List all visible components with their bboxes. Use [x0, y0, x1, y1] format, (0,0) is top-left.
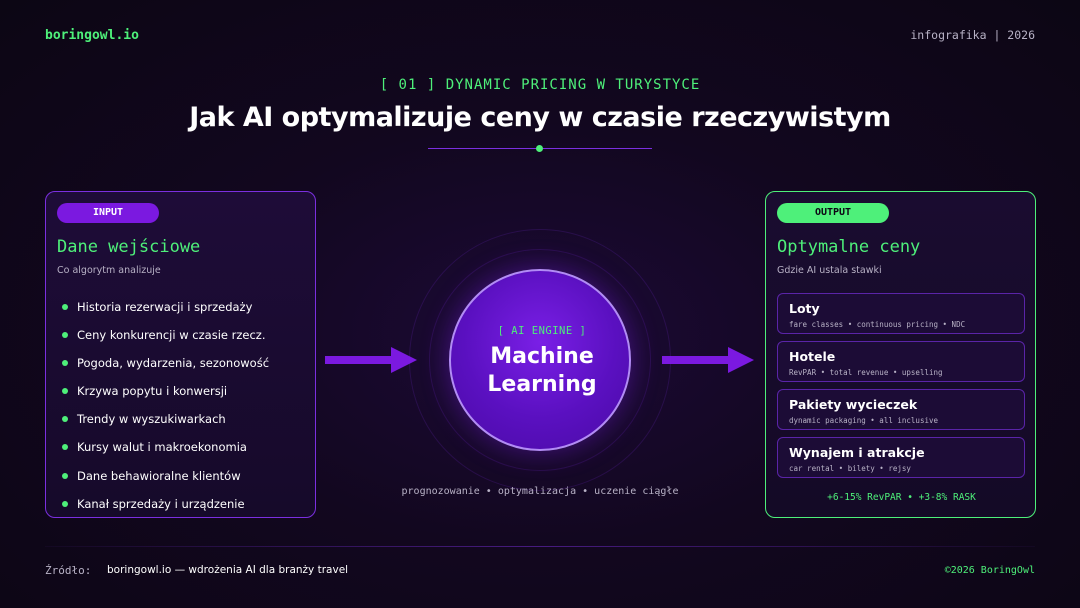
output-heading: Optymalne ceny — [777, 237, 921, 257]
list-item-label: Kursy walut i makroekonomia — [77, 440, 247, 455]
output-description: Gdzie AI ustala stawki — [777, 265, 882, 276]
output-item-wynajem: Wynajem i atrakcje car rental • bilety •… — [777, 437, 1025, 478]
source-label: Źródło: — [45, 564, 92, 577]
list-item: Dane behawioralne klientów — [62, 468, 269, 496]
output-item-hotele: Hotele RevPAR • total revenue • upsellin… — [777, 341, 1025, 382]
list-item: Kursy walut i makroekonomia — [62, 439, 269, 467]
input-list: Historia rezerwacji i sprzedaży Ceny kon… — [62, 299, 269, 524]
brand-logo-text: boringowl.io — [45, 28, 139, 43]
output-item-pakiety: Pakiety wycieczek dynamic packaging • al… — [777, 389, 1025, 430]
engine-halo-outer — [409, 229, 671, 491]
list-item: Trendy w wyszukiwarkach — [62, 411, 269, 439]
page-title: Jak AI optymalizuje ceny w czasie rzeczy… — [189, 102, 891, 133]
output-item-name: Hotele — [789, 349, 836, 364]
output-item-loty: Loty fare classes • continuous pricing •… — [777, 293, 1025, 334]
output-item-tags: fare classes • continuous pricing • NDC — [789, 320, 966, 329]
section-subtitle: [ 01 ] DYNAMIC PRICING W TURYSTYCE — [379, 77, 701, 93]
bullet-icon — [62, 416, 68, 423]
bullet-icon — [62, 304, 68, 310]
list-item-label: Historia rezerwacji i sprzedaży — [77, 300, 253, 314]
bullet-icon — [62, 332, 68, 339]
engine-title-line: Machine — [490, 344, 594, 369]
output-item-tags: dynamic packaging • all inclusive — [789, 416, 939, 425]
input-description: Co algorytm analizuje — [57, 265, 161, 276]
footer-divider — [45, 546, 1035, 547]
input-badge: INPUT — [57, 203, 159, 223]
engine-halo-inner — [429, 249, 651, 471]
list-item: Krzywa popytu i konwersji — [62, 383, 269, 411]
bullet-icon — [62, 388, 68, 395]
output-item-name: Wynajem i atrakcje — [789, 445, 925, 460]
list-item-label: Pogoda, wydarzenia, sezonowość — [77, 356, 270, 371]
list-item: Historia rezerwacji i sprzedaży — [62, 299, 269, 327]
engine-caption: prognozowanie • optymalizacja • uczenie … — [401, 486, 679, 497]
engine-title: Machine Learning — [451, 343, 633, 399]
list-item-label: Ceny konkurencji w czasie rzecz. — [77, 328, 266, 343]
ai-engine-circle: [ AI ENGINE ] Machine Learning — [449, 269, 631, 451]
copyright: ©2026 BoringOwl — [944, 565, 1035, 576]
output-badge: OUTPUT — [777, 203, 889, 223]
source-text: boringowl.io — wdrożenia AI dla branży t… — [107, 564, 349, 576]
output-item-name: Pakiety wycieczek — [789, 397, 918, 412]
output-item-tags: RevPAR • total revenue • upselling — [789, 368, 943, 377]
arrow-right-icon — [325, 347, 417, 373]
list-item: Ceny konkurencji w czasie rzecz. — [62, 327, 269, 355]
header-meta: infografika | 2026 — [910, 28, 1035, 42]
title-divider-dot — [536, 145, 543, 152]
engine-title-line: Learning — [487, 372, 597, 397]
list-item-label: Kanał sprzedaży i urządzenie — [77, 496, 245, 511]
bullet-icon — [62, 472, 68, 479]
list-item: Kanał sprzedaży i urządzenie — [62, 496, 269, 524]
output-card: OUTPUT Optymalne ceny Gdzie AI ustala st… — [765, 191, 1036, 518]
input-card: INPUT Dane wejściowe Co algorytm analizu… — [45, 191, 316, 518]
list-item-label: Dane behawioralne klientów — [77, 468, 241, 483]
bullet-icon — [62, 500, 68, 507]
output-item-tags: car rental • bilety • rejsy — [789, 464, 911, 473]
list-item-label: Krzywa popytu i konwersji — [77, 384, 228, 399]
output-item-name: Loty — [789, 301, 820, 316]
list-item: Pogoda, wydarzenia, sezonowość — [62, 355, 269, 383]
output-stat: +6-15% RevPAR • +3-8% RASK — [827, 492, 976, 503]
engine-tag: [ AI ENGINE ] — [497, 325, 587, 337]
input-heading: Dane wejściowe — [57, 237, 201, 257]
bullet-icon — [62, 444, 68, 451]
bullet-icon — [62, 360, 68, 367]
arrow-right-icon — [662, 347, 754, 373]
list-item-label: Trendy w wyszukiwarkach — [77, 412, 226, 427]
